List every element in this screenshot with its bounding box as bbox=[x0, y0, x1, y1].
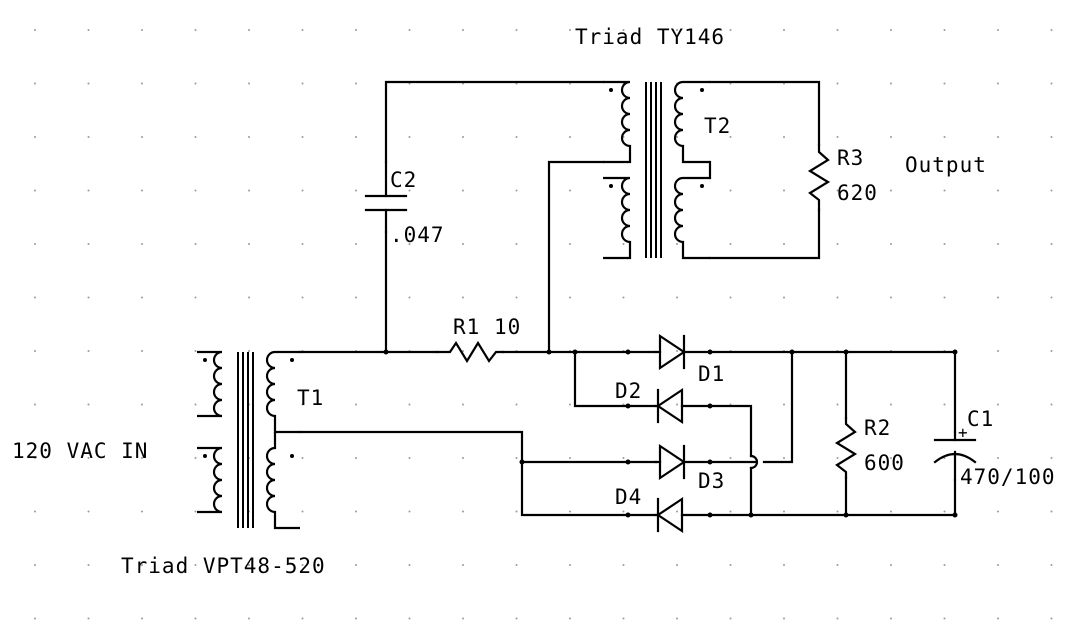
r1-label: R1 10 bbox=[453, 315, 521, 339]
t1-title: Triad VPT48-520 bbox=[121, 554, 326, 578]
resistor-r3 bbox=[807, 143, 831, 212]
output-label: Output bbox=[905, 153, 987, 177]
t2-title: Triad TY146 bbox=[575, 25, 725, 49]
capacitor-c2 bbox=[364, 160, 408, 234]
c1-value: 470/100 bbox=[960, 465, 1056, 489]
transformer-t2 bbox=[603, 80, 710, 260]
d4-ref: D4 bbox=[615, 485, 642, 509]
d3-ref: D3 bbox=[698, 469, 725, 493]
diode-d1 bbox=[654, 333, 712, 371]
c1-polarity: + bbox=[958, 423, 969, 442]
t2-ref: T2 bbox=[704, 114, 731, 138]
wires bbox=[298, 80, 957, 517]
resistor-r1 bbox=[435, 340, 505, 364]
capacitor-c1 bbox=[933, 430, 977, 482]
t1-ref: T1 bbox=[297, 386, 324, 410]
input-label: 120 VAC IN bbox=[12, 439, 148, 463]
background-grid bbox=[34, 29, 1053, 620]
diode-d4 bbox=[654, 496, 712, 534]
r2-ref: R2 bbox=[864, 416, 891, 440]
diode-d2 bbox=[654, 387, 712, 425]
junction-dots bbox=[383, 349, 958, 518]
r3-value: 620 bbox=[837, 181, 878, 205]
c1-ref: C1 bbox=[967, 407, 994, 431]
d1-ref: D1 bbox=[698, 362, 725, 386]
r2-value: 600 bbox=[864, 451, 905, 475]
d2-ref: D2 bbox=[615, 379, 642, 403]
c2-value: .047 bbox=[390, 223, 445, 247]
c2-ref: C2 bbox=[390, 168, 417, 192]
diode-d3 bbox=[654, 443, 712, 481]
r3-ref: R3 bbox=[837, 146, 864, 170]
transformer-t1 bbox=[197, 350, 300, 530]
resistor-r2 bbox=[834, 416, 858, 480]
